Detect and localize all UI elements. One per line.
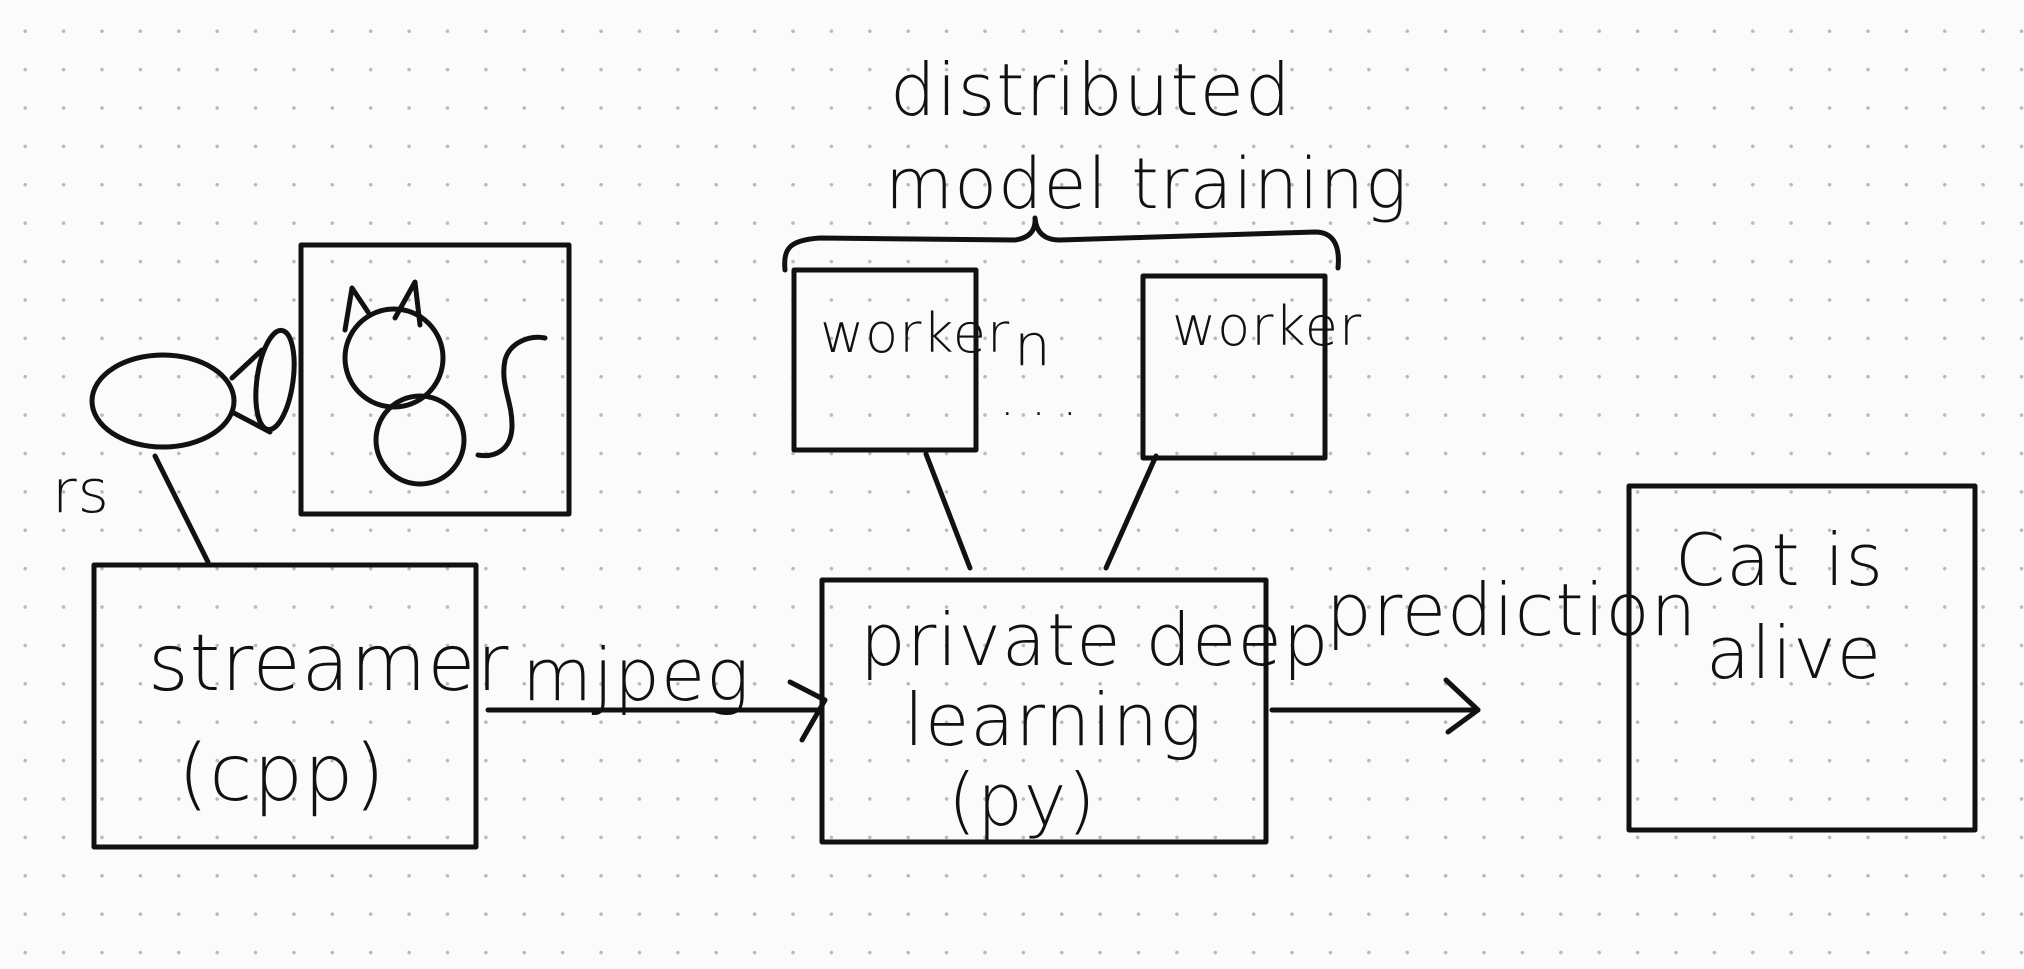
cat-doodle — [342, 279, 548, 487]
pdl-label-line3: (py) — [948, 758, 1097, 842]
pdl-label-line2: learning — [904, 678, 1203, 762]
worker-right-box — [1140, 273, 1328, 461]
worker-left-connector — [923, 451, 973, 571]
pdl-label-line1: private deep — [860, 598, 1329, 682]
worker-left-box — [791, 267, 979, 453]
mjpeg-label: mjpeg — [522, 633, 750, 717]
private-deep-learning-box — [819, 577, 1269, 845]
prediction-label: prediction — [1326, 568, 1697, 652]
camera-to-streamer-line — [152, 453, 211, 565]
output-label-line2: alive — [1706, 611, 1882, 695]
output-box — [1626, 483, 1978, 833]
camera-lens — [253, 327, 297, 433]
streamer-label: streamer — [148, 619, 509, 709]
curly-brace — [782, 215, 1341, 273]
camera-lens-connector — [229, 347, 273, 435]
streamer-box — [91, 562, 479, 850]
diagram-title-line2: model training — [885, 143, 1408, 225]
worker-right-label: worker — [1172, 295, 1362, 358]
prediction-arrowhead — [1443, 677, 1481, 735]
worker-count-label: n — [1014, 311, 1052, 379]
worker-ellipsis: . . . — [1000, 372, 1078, 426]
camera-label: rs — [52, 457, 110, 527]
worker-right-connector — [1103, 453, 1159, 571]
mjpeg-arrowhead — [787, 679, 828, 743]
cat-image-frame — [298, 242, 572, 517]
output-label-line1: Cat is — [1675, 518, 1884, 602]
streamer-lang: (cpp) — [178, 729, 386, 819]
camera-body — [89, 352, 237, 450]
worker-left-label: worker — [820, 302, 1010, 365]
diagram-title-line1: distributed — [890, 48, 1292, 132]
